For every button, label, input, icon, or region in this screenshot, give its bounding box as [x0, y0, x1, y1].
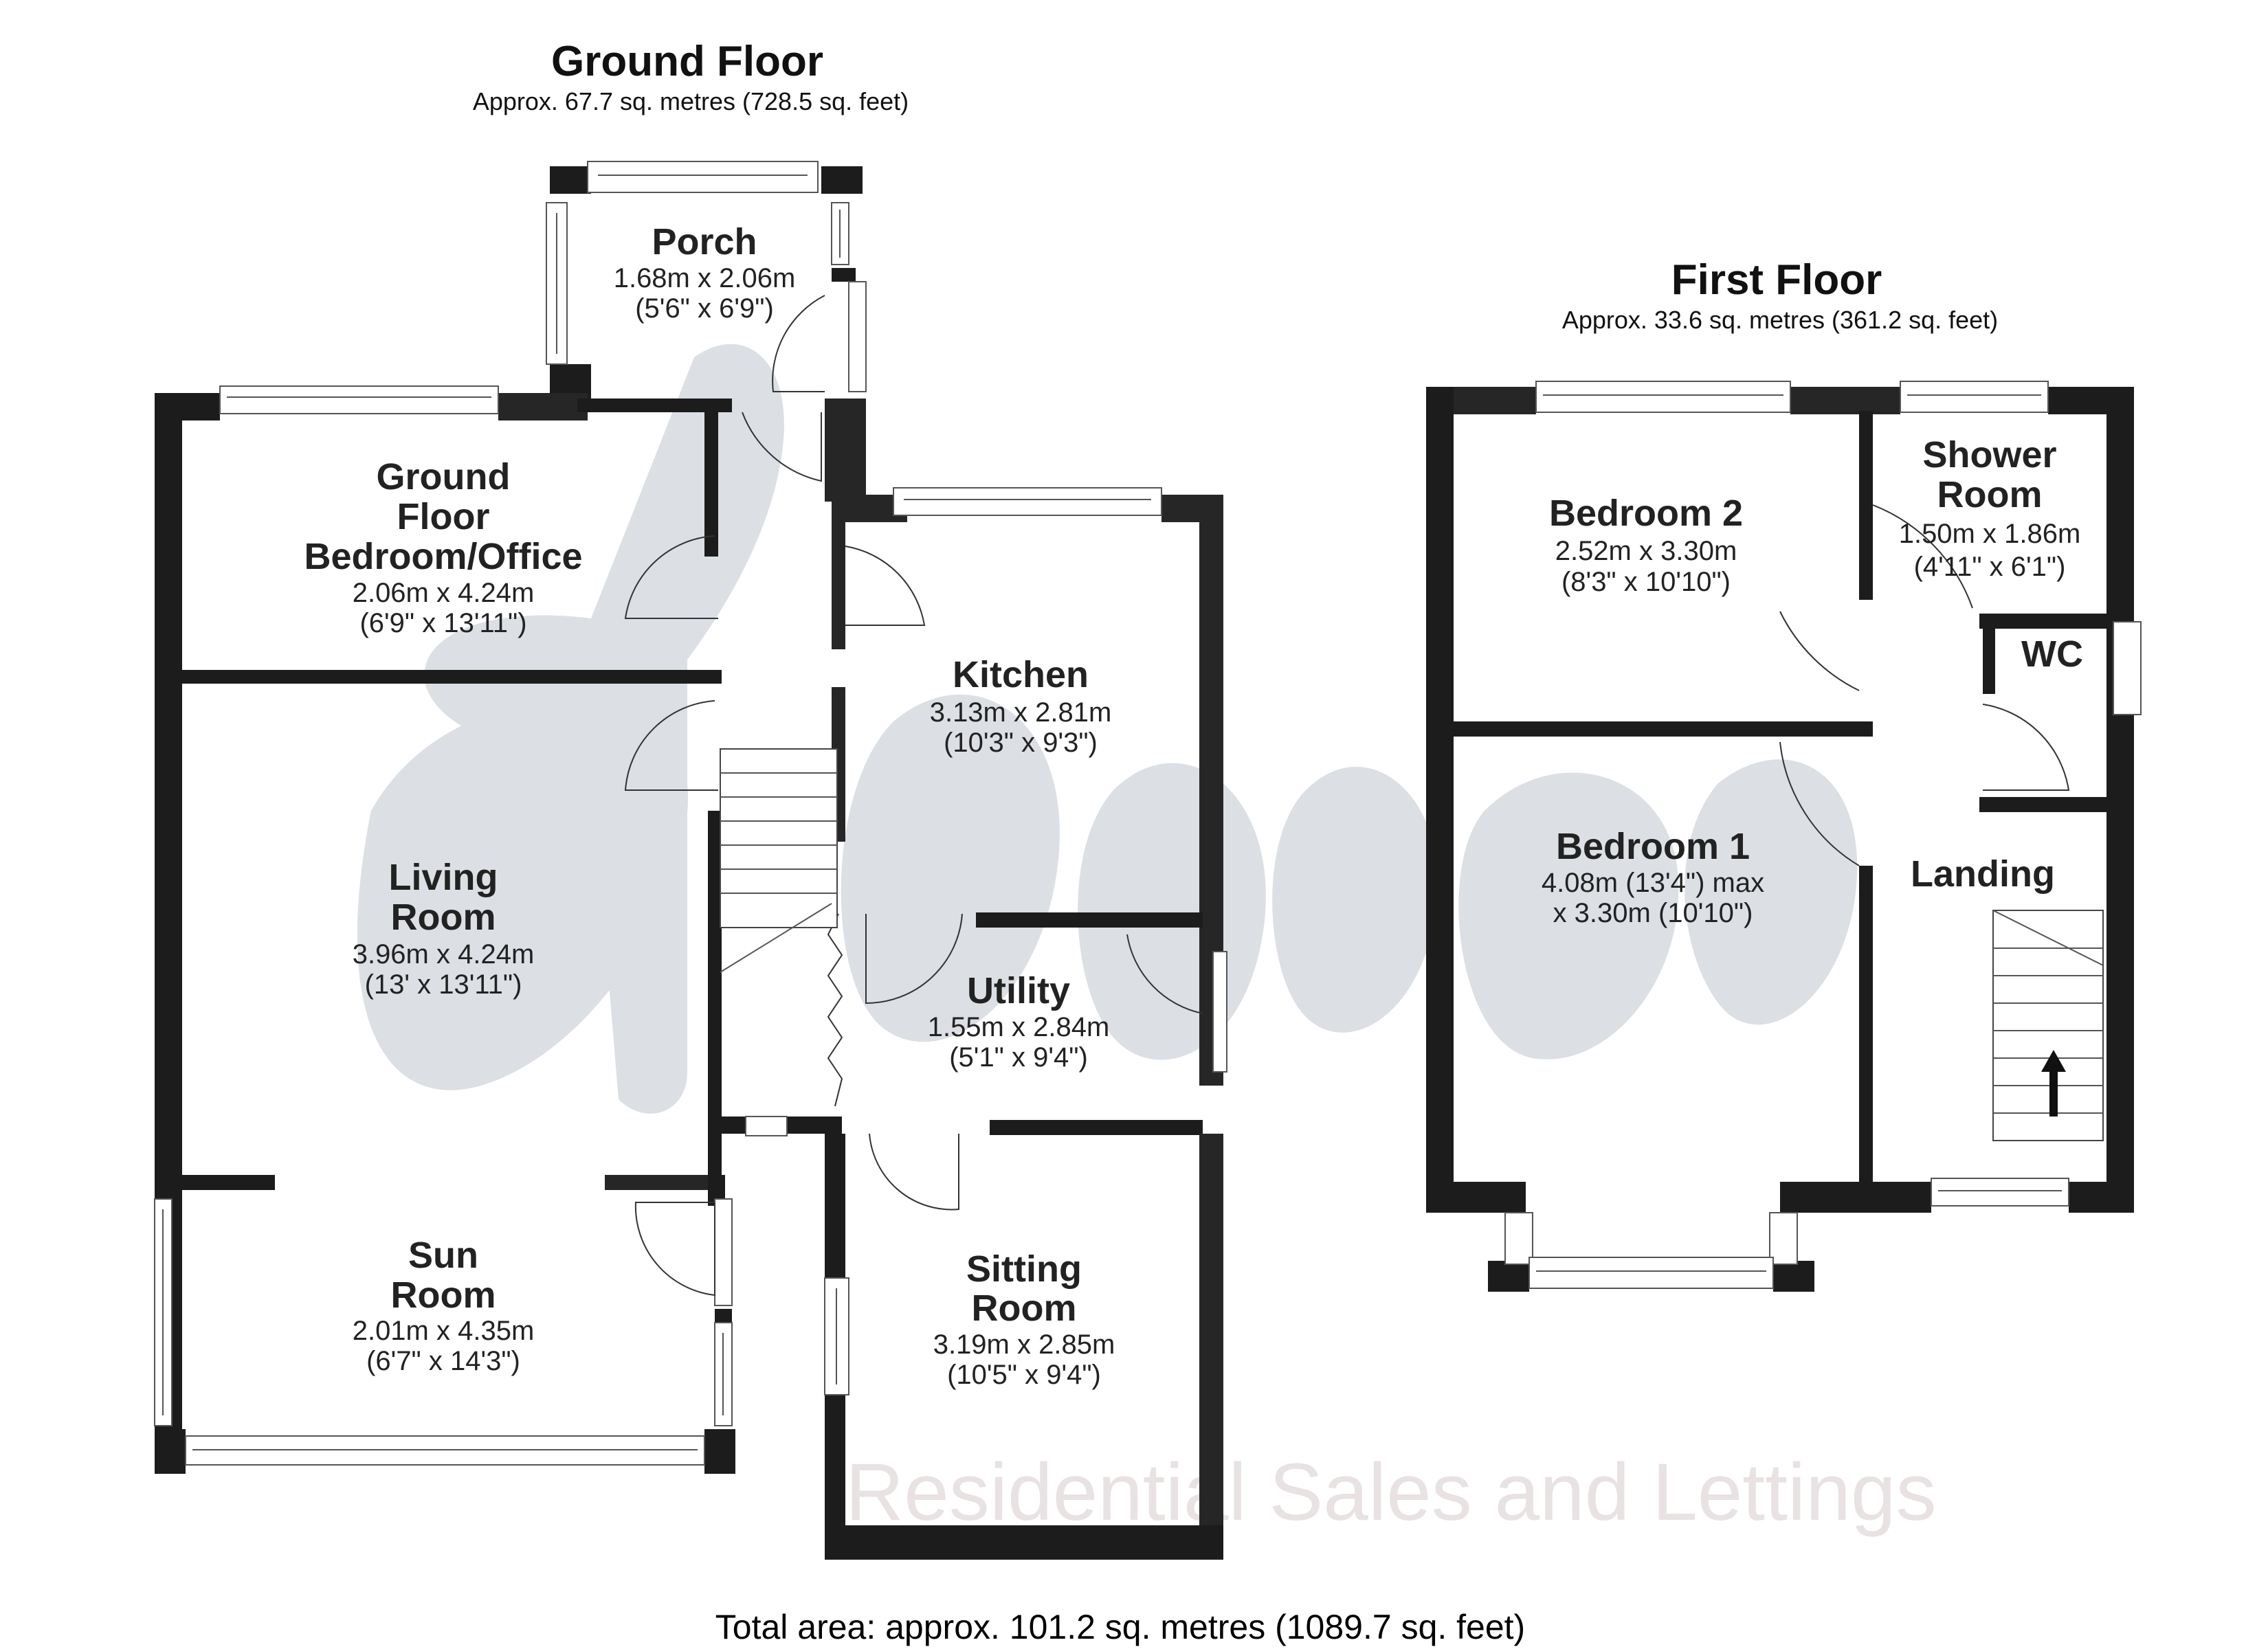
first-floor-walls — [1426, 387, 2134, 1292]
room-dimensions-metric: 3.96m x 4.24m — [353, 939, 535, 969]
first-floor-doors — [1779, 504, 2070, 866]
total-area: Total area: approx. 101.2 sq. metres (10… — [715, 1608, 1525, 1646]
ground-floor-doors — [624, 295, 1203, 1297]
room-dimensions-metric: 3.13m x 2.81m — [930, 697, 1112, 728]
room-name: Utility — [967, 970, 1070, 1011]
room-dimensions-imperial: (10'5" x 9'4") — [947, 1360, 1101, 1390]
watermark-tagline: Residential Sales and Lettings — [845, 1447, 1936, 1538]
room-name: Bedroom 2 — [1549, 493, 1743, 534]
room-dimensions-line1: 4.08m (13'4") max — [1542, 868, 1764, 898]
room-name: Room — [972, 1288, 1077, 1329]
room-name: Room — [391, 1275, 496, 1316]
room-kitchen: Kitchen 3.13m x 2.81m (10'3" x 9'3") — [930, 654, 1112, 758]
room-name: WC — [2021, 633, 2083, 675]
room-name: Sitting — [966, 1248, 1082, 1290]
room-porch: Porch 1.68m x 2.06m (5'6" x 6'9") — [614, 221, 796, 324]
room-dimensions-line2: x 3.30m (10'10") — [1553, 898, 1753, 928]
room-name: Room — [1937, 474, 2043, 515]
ground-floor-title: Ground Floor — [551, 38, 823, 85]
room-dimensions-metric: 2.06m x 4.24m — [353, 578, 535, 608]
room-dimensions-metric: 1.50m x 1.86m — [1899, 519, 2081, 549]
room-dimensions-imperial: (10'3" x 9'3") — [944, 728, 1098, 758]
room-bedroom-1: Bedroom 1 4.08m (13'4") max x 3.30m (10'… — [1542, 826, 1764, 928]
room-dimensions-metric: 2.52m x 3.30m — [1555, 536, 1737, 566]
ground-floor-windows — [154, 161, 1227, 1466]
room-name: Landing — [1911, 853, 2055, 895]
room-name: Sun — [408, 1235, 478, 1276]
room-sun-room: Sun Room 2.01m x 4.35m (6'7" x 14'3") — [353, 1235, 535, 1376]
first-floor-windows — [1504, 381, 2142, 1289]
ground-floor-stairs — [720, 748, 838, 973]
room-name: Room — [391, 897, 496, 938]
room-name: Porch — [652, 221, 757, 262]
room-name: Bedroom 1 — [1556, 826, 1750, 867]
room-living-room: Living Room 3.96m x 4.24m (13' x 13'11") — [353, 857, 535, 1000]
first-floor-title: First Floor — [1671, 256, 1882, 304]
room-bedroom-2: Bedroom 2 2.52m x 3.30m (8'3" x 10'10") — [1549, 493, 1743, 597]
room-name: Shower — [1922, 434, 2056, 475]
room-name: Living — [389, 857, 498, 898]
stairs-up-arrow-icon — [2041, 1050, 2066, 1117]
room-dimensions-imperial: (6'9" x 13'11") — [359, 608, 526, 638]
room-landing: Landing — [1911, 853, 2055, 895]
room-dimensions-imperial: (4'11" x 6'1") — [1914, 552, 2066, 582]
first-floor-area: Approx. 33.6 sq. metres (361.2 sq. feet) — [1562, 306, 1998, 334]
room-dimensions-metric: 3.19m x 2.85m — [933, 1330, 1115, 1360]
room-dimensions-imperial: (5'1" x 9'4") — [949, 1042, 1088, 1073]
ground-floor-area: Approx. 67.7 sq. metres (728.5 sq. feet) — [473, 87, 909, 115]
room-dimensions-imperial: (13' x 13'11") — [365, 969, 522, 1000]
first-floor-stairs — [1992, 910, 2104, 1141]
room-utility: Utility 1.55m x 2.84m (5'1" x 9'4") — [928, 970, 1110, 1073]
room-ground-floor-bedroom-office: Ground Floor Bedroom/Office 2.06m x 4.24… — [304, 456, 582, 638]
room-name: Floor — [397, 496, 490, 537]
room-sitting-room: Sitting Room 3.19m x 2.85m (10'5" x 9'4"… — [933, 1248, 1115, 1390]
room-name: Ground — [377, 456, 511, 497]
room-dimensions-metric: 1.55m x 2.84m — [928, 1012, 1110, 1042]
room-dimensions-metric: 2.01m x 4.35m — [353, 1316, 535, 1346]
room-dimensions-imperial: (6'7" x 14'3") — [366, 1346, 520, 1376]
room-dimensions-imperial: (5'6" x 6'9") — [635, 293, 774, 324]
room-wc: WC — [2021, 633, 2083, 675]
room-dimensions-imperial: (8'3" x 10'10") — [1561, 567, 1731, 597]
room-name: Bedroom/Office — [304, 536, 582, 577]
room-dimensions-metric: 1.68m x 2.06m — [614, 263, 796, 293]
room-shower-room: Shower Room 1.50m x 1.86m (4'11" x 6'1") — [1899, 434, 2081, 582]
room-name: Kitchen — [953, 654, 1089, 695]
